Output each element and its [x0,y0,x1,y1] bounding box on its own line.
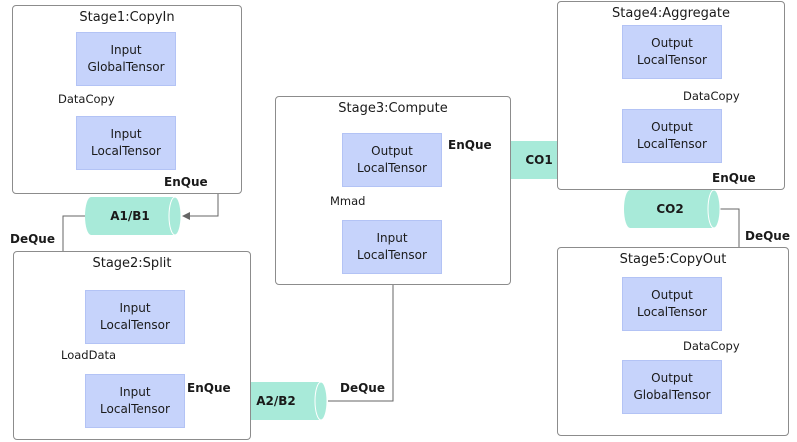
node-line2: LocalTensor [357,161,427,175]
node-line1: Output [651,120,693,134]
node-line2: LocalTensor [357,248,427,262]
node-line1: Output [651,36,693,50]
stage3-title: Stage3:Compute [338,101,448,116]
node-line1: Input [119,301,151,315]
label-datacopy-s4: DataCopy [683,89,740,103]
label-deque-a2b2: DeQue [340,381,385,395]
label-enque-s1: EnQue [164,175,208,189]
label-loaddata: LoadData [61,348,117,362]
node-line2: LocalTensor [637,137,707,151]
s1-input-global-tensor: Input GlobalTensor [76,32,176,86]
node-line1: Input [119,385,151,399]
label-deque-co2: DeQue [745,229,790,243]
queue-a1b1: A1/B1 [85,196,182,236]
node-line1: Output [651,371,693,385]
label-enque-s4: EnQue [712,171,756,185]
node-line2: LocalTensor [91,144,161,158]
label-mmad: Mmad [330,194,366,208]
node-line2: GlobalTensor [633,388,711,402]
s4-output-local-tensor-b: Output LocalTensor [622,109,722,163]
label-enque-s2: EnQue [187,381,231,395]
node-line2: LocalTensor [100,318,170,332]
node-line2: LocalTensor [637,53,707,67]
s3-output-local-tensor: Output LocalTensor [342,133,442,187]
node-line1: Input [110,127,142,141]
queue-a1b1-label: A1/B1 [110,209,150,223]
queue-co1-label: CO1 [525,153,552,167]
stage5-title: Stage5:CopyOut [619,252,727,267]
queue-a2b2: A2/B2 [229,381,328,421]
queue-a2b2-label: A2/B2 [256,394,296,408]
stage4-title: Stage4:Aggregate [612,6,730,21]
node-line1: Input [376,231,408,245]
s2-input-local-tensor-b: Input LocalTensor [85,374,185,428]
s5-output-local-tensor: Output LocalTensor [622,277,722,331]
label-datacopy-s5: DataCopy [683,339,740,353]
node-line2: LocalTensor [100,402,170,416]
arrow-deque-a2b2 [328,273,397,402]
node-line1: Output [371,144,413,158]
s1-input-local-tensor: Input LocalTensor [76,116,176,170]
stage2-title: Stage2:Split [92,256,172,271]
stage1-title: Stage1:CopyIn [79,10,175,25]
node-line1: Input [110,43,142,57]
queue-co2: CO2 [624,189,721,229]
node-line2: GlobalTensor [87,60,165,74]
node-line1: Output [651,288,693,302]
s2-input-local-tensor-a: Input LocalTensor [85,290,185,344]
s5-output-global-tensor: Output GlobalTensor [622,360,722,414]
s4-output-local-tensor-a: Output LocalTensor [622,25,722,79]
queue-co2-label: CO2 [656,202,683,216]
label-deque-a1b1: DeQue [10,232,55,246]
node-line2: LocalTensor [637,305,707,319]
s3-input-local-tensor: Input LocalTensor [342,220,442,274]
label-enque-s3: EnQue [448,138,492,152]
label-datacopy-s1: DataCopy [58,92,115,106]
